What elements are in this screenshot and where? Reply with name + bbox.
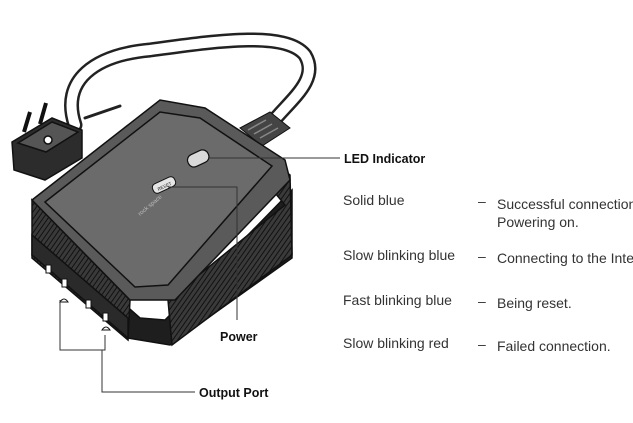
output-sockets xyxy=(45,264,111,331)
output-port-callout: Output Port xyxy=(199,386,269,400)
led-state-meaning: Failed connection. xyxy=(497,338,611,354)
led-state-label: Slow blinking blue xyxy=(343,247,456,263)
led-state-meaning: Powering on. xyxy=(497,214,579,230)
led-state-label: Fast blinking blue xyxy=(343,292,452,308)
led-state-meaning: Successful connection. xyxy=(497,196,633,212)
power-cord xyxy=(64,32,317,133)
callout-lines xyxy=(59,157,340,393)
led-state-dash: – xyxy=(478,248,486,264)
led-state-dash: – xyxy=(478,293,486,309)
wall-plug-icon xyxy=(11,102,83,181)
led-state-label: Slow blinking red xyxy=(343,335,449,351)
led-state-label: Solid blue xyxy=(343,192,405,208)
plug-body xyxy=(30,99,293,347)
led-state-dash: – xyxy=(478,193,486,209)
button-label: RESET xyxy=(157,181,173,192)
power-callout: Power xyxy=(220,330,258,344)
led-state-dash: – xyxy=(478,336,486,352)
led-indicator-callout: LED Indicator xyxy=(344,152,426,166)
led-state-meaning: Connecting to the Internet. xyxy=(497,250,633,266)
led-indicator-icon xyxy=(186,149,210,168)
led-state-meaning: Being reset. xyxy=(497,295,572,311)
power-button-icon: RESET xyxy=(151,176,177,194)
